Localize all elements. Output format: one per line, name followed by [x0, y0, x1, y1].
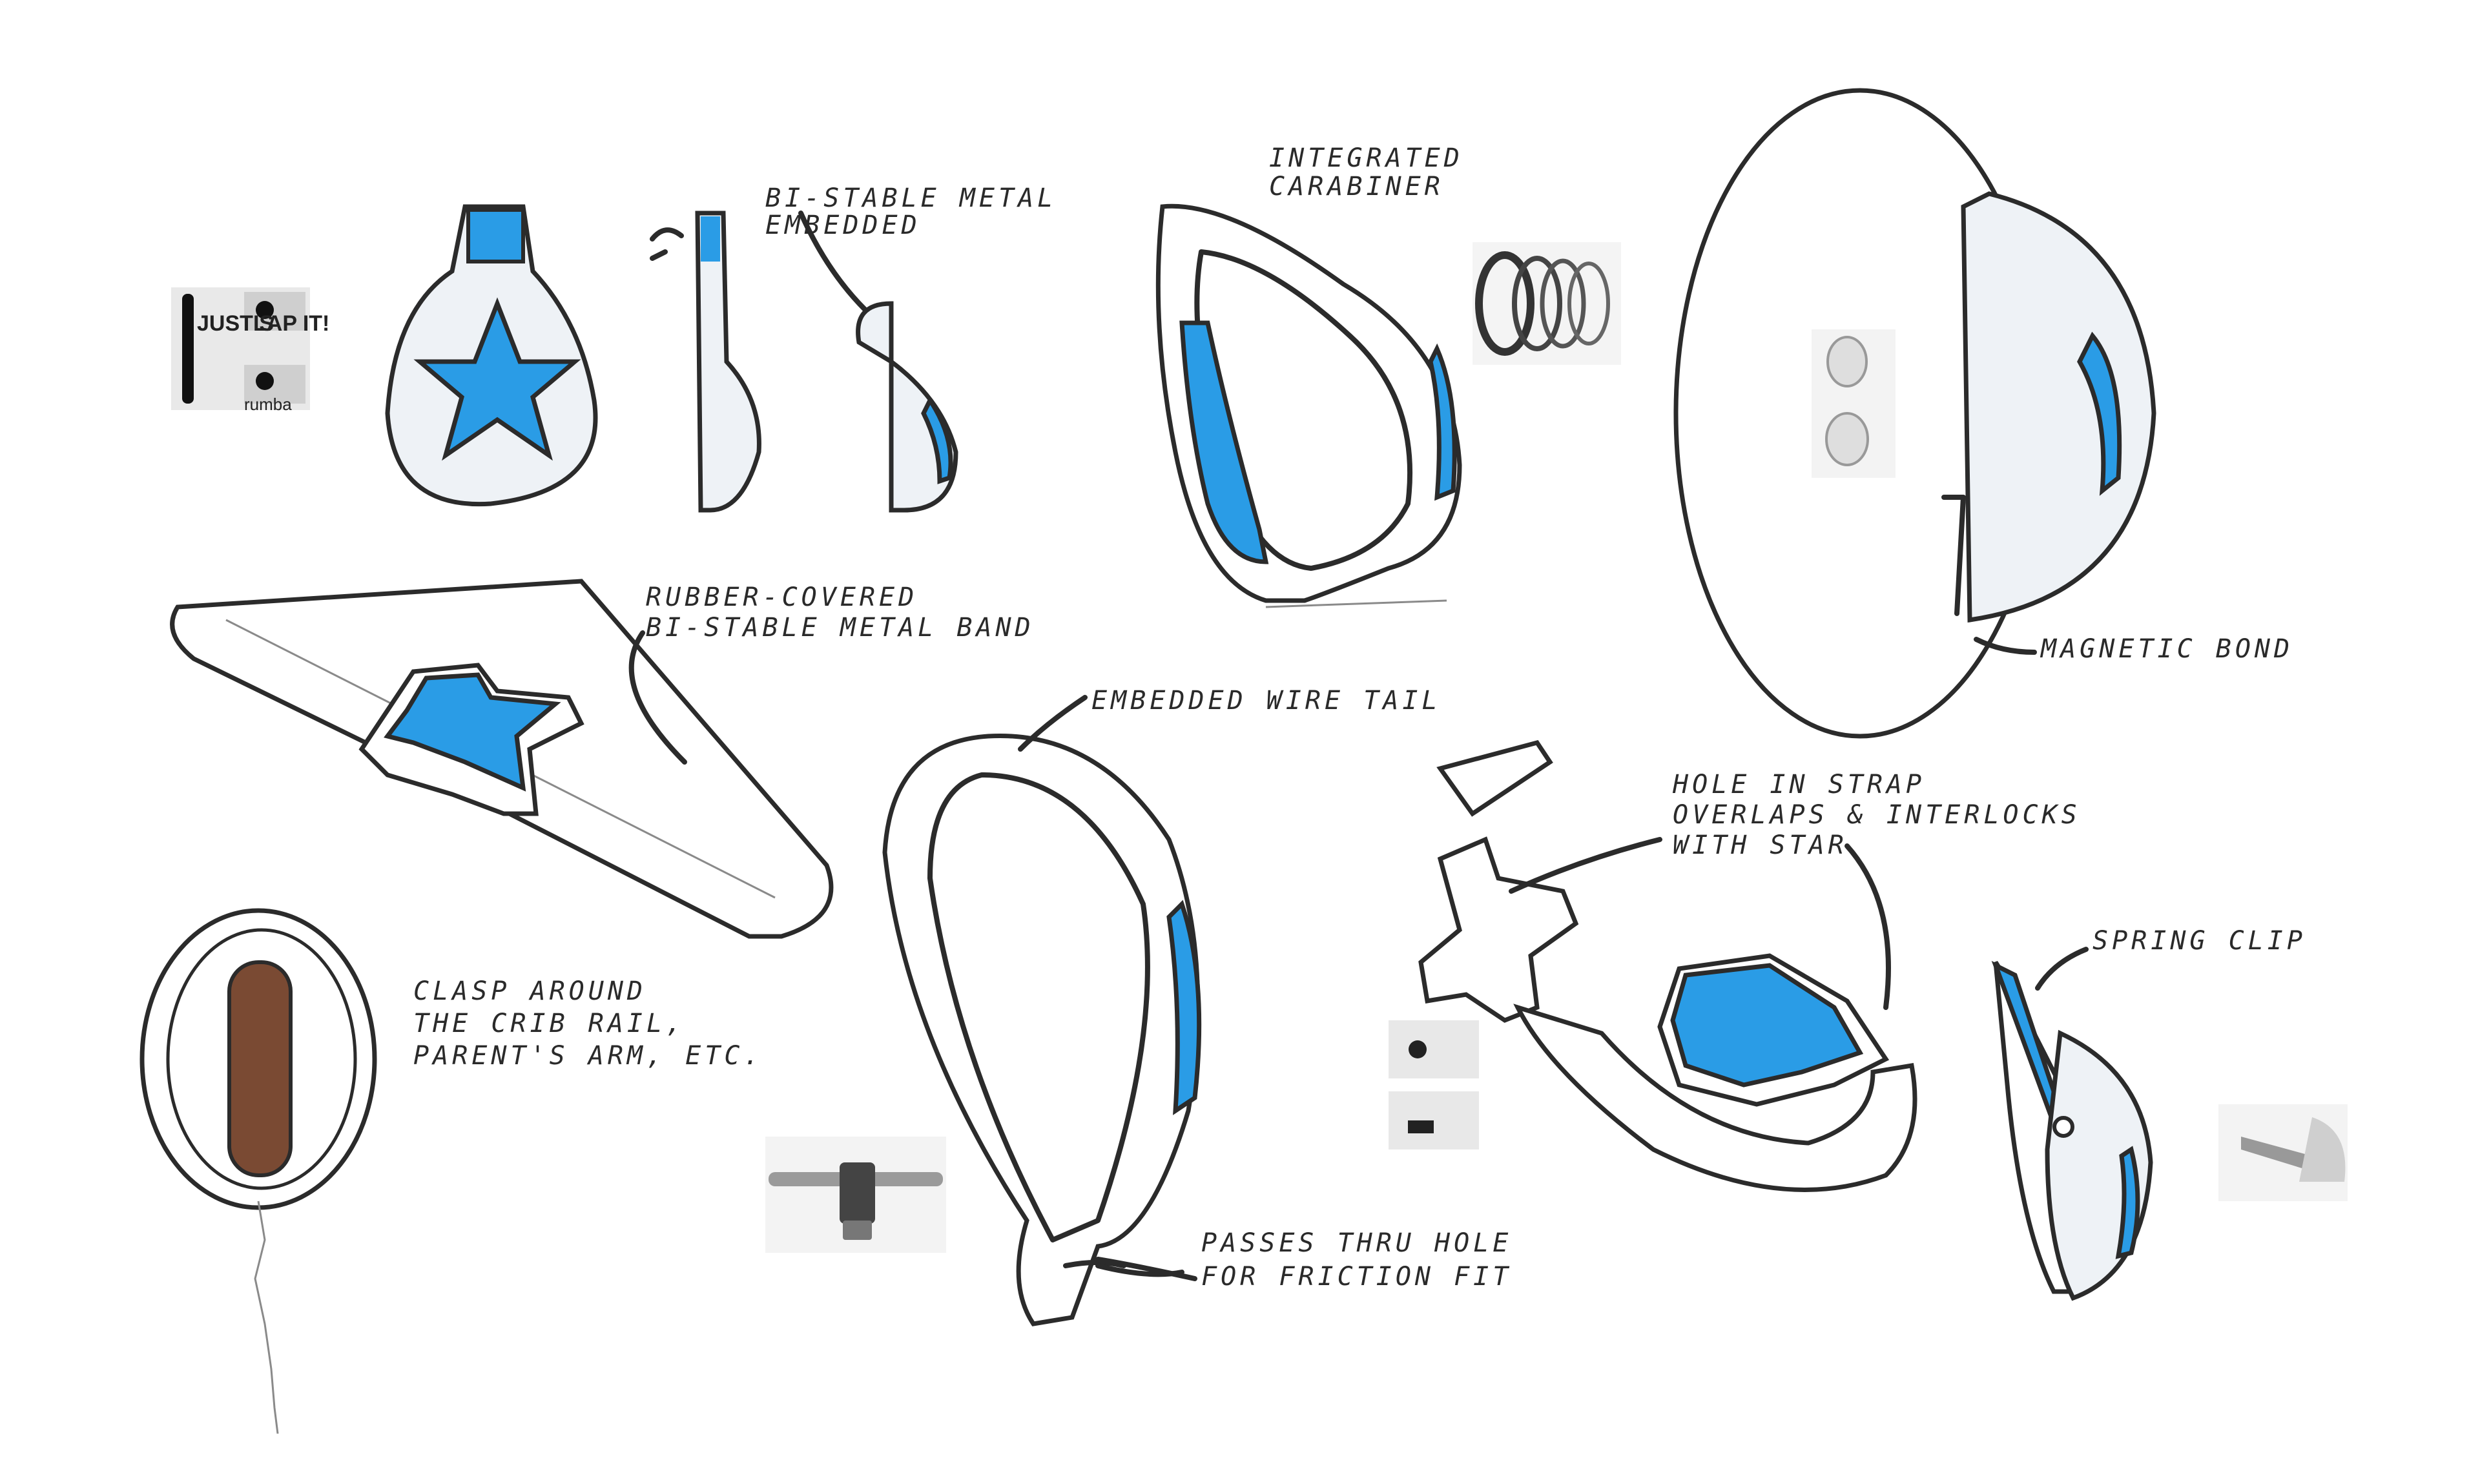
reference-photo-wrist	[1389, 1020, 1479, 1149]
label-magnetic: MAGNETIC BOND	[2040, 634, 2293, 664]
label-hole-3: WITH STAR	[1673, 830, 1848, 860]
magnetic-disc	[1673, 88, 2156, 739]
label-clasp-2: THE CRIB RAIL,	[413, 1009, 685, 1038]
rumba-brand: rumba	[244, 395, 292, 414]
leader-wire-tail	[1018, 695, 1088, 752]
label-bistable-2: EMBEDDED	[765, 211, 921, 240]
crib-rail-clasp	[140, 908, 377, 1434]
spring-clip	[1991, 960, 2153, 1301]
reference-photo-rail	[765, 1137, 946, 1253]
reference-photo-slap-bracelet: JUST S LAP IT! rumba	[171, 287, 329, 414]
bistable-side-view	[650, 211, 958, 513]
label-hole-2: OVERLAPS & INTERLOCKS	[1673, 800, 2081, 830]
rubber-slap-band	[170, 579, 834, 939]
label-passes-1: PASSES THRU HOLE	[1201, 1228, 1512, 1258]
strap-interlock	[1418, 739, 1917, 1192]
reference-photo-carabiners	[1472, 242, 1621, 365]
slap-text-just: JUST S	[197, 311, 274, 336]
leader-spring	[2035, 947, 2089, 991]
label-rubber-2: BI-STABLE METAL BAND	[646, 613, 1035, 643]
label-bistable-1: BI-STABLE METAL	[765, 183, 1057, 213]
leader-rubber	[628, 630, 687, 765]
label-carabiner-1: INTEGRATED	[1269, 143, 1463, 173]
star-icon	[413, 297, 581, 461]
label-clasp-1: CLASP AROUND	[413, 976, 646, 1006]
leader-hole	[1509, 837, 1662, 894]
label-rubber-1: RUBBER-COVERED	[646, 582, 918, 612]
label-spring: SPRING CLIP	[2092, 926, 2306, 956]
label-wire-tail: EMBEDDED WIRE TAIL	[1091, 686, 1441, 716]
carabiner-concept	[1155, 203, 1462, 608]
star-pendant-front	[385, 204, 598, 507]
label-clasp-3: PARENT'S ARM, ETC.	[413, 1041, 763, 1071]
wire-tail-loop	[882, 733, 1202, 1326]
reference-photo-clip	[2218, 1104, 2348, 1201]
label-passes-2: FOR FRICTION FIT	[1201, 1262, 1512, 1292]
label-carabiner-2: CARABINER	[1269, 172, 1444, 201]
slap-text-lap: LAP IT!	[253, 311, 329, 336]
leader-star	[1844, 843, 1891, 1010]
label-hole-1: HOLE IN STRAP	[1672, 770, 1925, 799]
leader-passes	[1095, 1257, 1197, 1281]
